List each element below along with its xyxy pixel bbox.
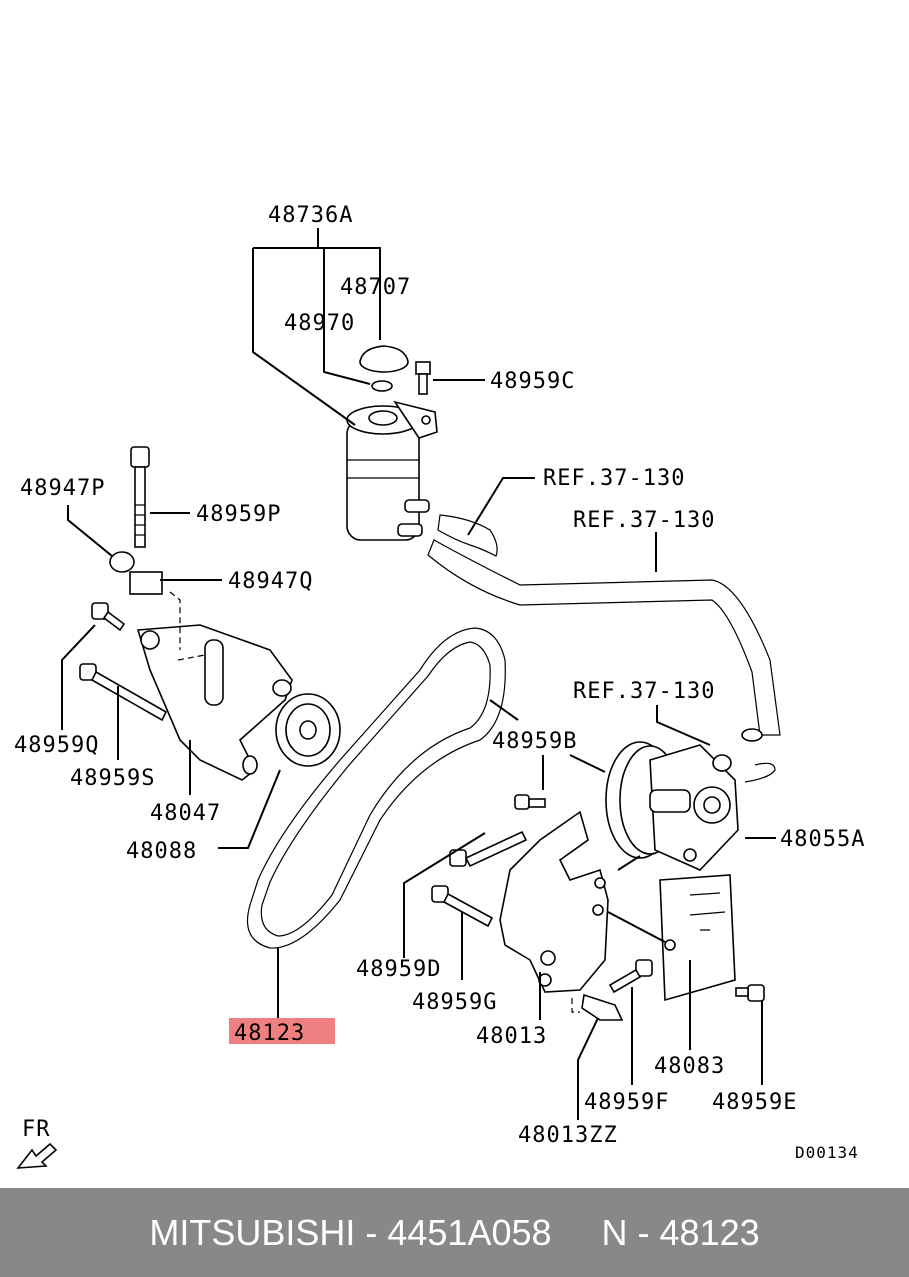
bolt-48959s: [79, 663, 168, 722]
bracket-plate-48083: [659, 874, 736, 1002]
bolt-48959g: [431, 885, 494, 928]
diagram-code: D00134: [795, 1143, 859, 1162]
label-48959c: 48959C: [490, 369, 575, 394]
drive-belt: [246, 627, 506, 949]
reservoir-tank: [346, 400, 438, 541]
label-48123: 48123: [234, 1021, 305, 1046]
front-arrow-icon: [16, 1142, 58, 1169]
tensioner-bracket: [136, 624, 293, 781]
label-ref-2: REF.37-130: [573, 508, 715, 533]
label-48959p: 48959P: [196, 502, 281, 527]
footer-caption: MITSUBISHI - 4451A058 N - 48123: [149, 1211, 760, 1253]
idler-pulley: [275, 693, 341, 767]
label-48707: 48707: [340, 275, 411, 300]
label-48736a: 48736A: [268, 203, 353, 228]
bolt-48959c: [415, 361, 431, 395]
spacer-48013zz: [581, 993, 624, 1021]
bolt-48959e: [735, 984, 765, 1002]
label-48959b: 48959B: [492, 729, 577, 754]
parts-diagram: 48736A 48707 48970 48959C REF.37-130 REF…: [14, 203, 865, 1169]
label-48047: 48047: [150, 801, 221, 826]
label-48013zz: 48013ZZ: [518, 1123, 618, 1148]
bolt-48959f: [608, 959, 653, 994]
part-highlight: [229, 1018, 335, 1044]
bolt-48959d: [449, 830, 528, 868]
label-48083: 48083: [654, 1054, 725, 1079]
label-48088: 48088: [126, 839, 197, 864]
label-48959g: 48959G: [412, 990, 497, 1015]
nut-48947p: [109, 551, 135, 573]
clip-48947q: [129, 571, 163, 595]
pump-inlet-fitting: [712, 754, 776, 783]
label-48947q: 48947Q: [228, 569, 313, 594]
label-fr: FR: [22, 1117, 51, 1142]
return-hose-end: [437, 514, 498, 557]
label-48013: 48013: [476, 1024, 547, 1049]
label-48959e: 48959E: [712, 1090, 797, 1115]
footer-bar: MITSUBISHI - 4451A058 N - 48123: [0, 1188, 909, 1277]
label-ref-1: REF.37-130: [543, 466, 685, 491]
label-48947p: 48947P: [20, 476, 105, 501]
label-48970: 48970: [284, 311, 355, 336]
power-steering-pump: [605, 741, 739, 871]
bolt-48959q: [91, 602, 126, 632]
bolt-48959b: [514, 794, 546, 810]
stud-bolt-48959p: [130, 446, 150, 548]
label-48959s: 48959S: [70, 766, 155, 791]
label-ref-3: REF.37-130: [573, 679, 715, 704]
label-48959d: 48959D: [356, 957, 441, 982]
label-48959f: 48959F: [584, 1090, 669, 1115]
label-48055a: 48055A: [780, 827, 865, 852]
reservoir-cap: [359, 345, 409, 373]
pump-bracket: [499, 810, 609, 993]
label-48959q: 48959Q: [14, 733, 99, 758]
suction-hose: [427, 539, 781, 742]
cap-gasket: [371, 380, 393, 392]
